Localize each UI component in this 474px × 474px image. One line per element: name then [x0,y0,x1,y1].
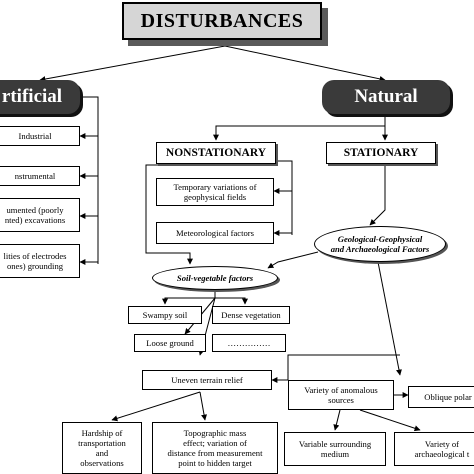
variety-anomalous-sources: Variety of anomalous sources [288,380,394,410]
stationary-to-geo [369,164,386,226]
artificial-item-grounding: lities of electrodes ones) grounding [0,244,80,278]
soil-item-dense-vegetation: Dense vegetation [212,306,290,324]
effect-hardship: Hardship of transportation and observati… [62,422,142,474]
geo-to-sources [377,261,402,376]
nonstationary-meteorological: Meteorological factors [156,222,274,244]
soil-tree-2 [215,297,248,305]
oblique-polarization: Oblique polar [408,386,474,408]
geo-to-soil [267,251,319,269]
artificial-bracket [80,96,99,264]
arrow-title-to-natural [224,45,386,82]
sources-to-archaeological [359,409,421,432]
variable-surrounding-medium: Variable surrounding medium [284,432,386,466]
category-artificial: rtificial [0,80,80,114]
arrow-title-to-artificial [39,45,226,82]
soil-item-swampy: Swampy soil [128,306,202,324]
artificial-item-industrial: Industrial [0,126,80,146]
nonstationary-bracket [276,160,293,235]
artificial-item-instrumental: nstrumental [0,166,80,186]
title-block: DISTURBANCES [122,2,328,46]
geo-factors-oval: Geological-Geophysical and Archaeologica… [314,226,446,262]
natural-split [213,114,386,141]
diagram-title: DISTURBANCES [122,2,322,40]
sources-to-surrounding [333,409,341,431]
terrain-to-hardship [111,391,201,422]
uneven-terrain-relief: Uneven terrain relief [142,370,272,390]
geo-bracket-right [287,354,400,380]
artificial-item-excavations: umented (poorly nted) excavations [0,198,80,232]
soil-vegetable-oval: Soil-vegetable factors [152,266,278,290]
heading-stationary: STATIONARY [326,142,436,164]
effect-topographic: Topographic mass effect; variation of di… [152,422,278,474]
terrain-to-topographic [199,391,208,421]
nonstationary-temporary-variations: Temporary variations of geophysical fiel… [156,178,274,206]
variety-archaeological-targets: Variety of archaeological t [394,432,474,466]
category-natural: Natural [322,80,450,114]
nonstationary-to-soil [145,164,193,265]
soil-tree [162,290,216,305]
soil-item-loose-ground: Loose ground [134,334,206,352]
heading-nonstationary: NONSTATIONARY [156,142,276,164]
soil-item-ellipsis: …………… [212,334,286,352]
